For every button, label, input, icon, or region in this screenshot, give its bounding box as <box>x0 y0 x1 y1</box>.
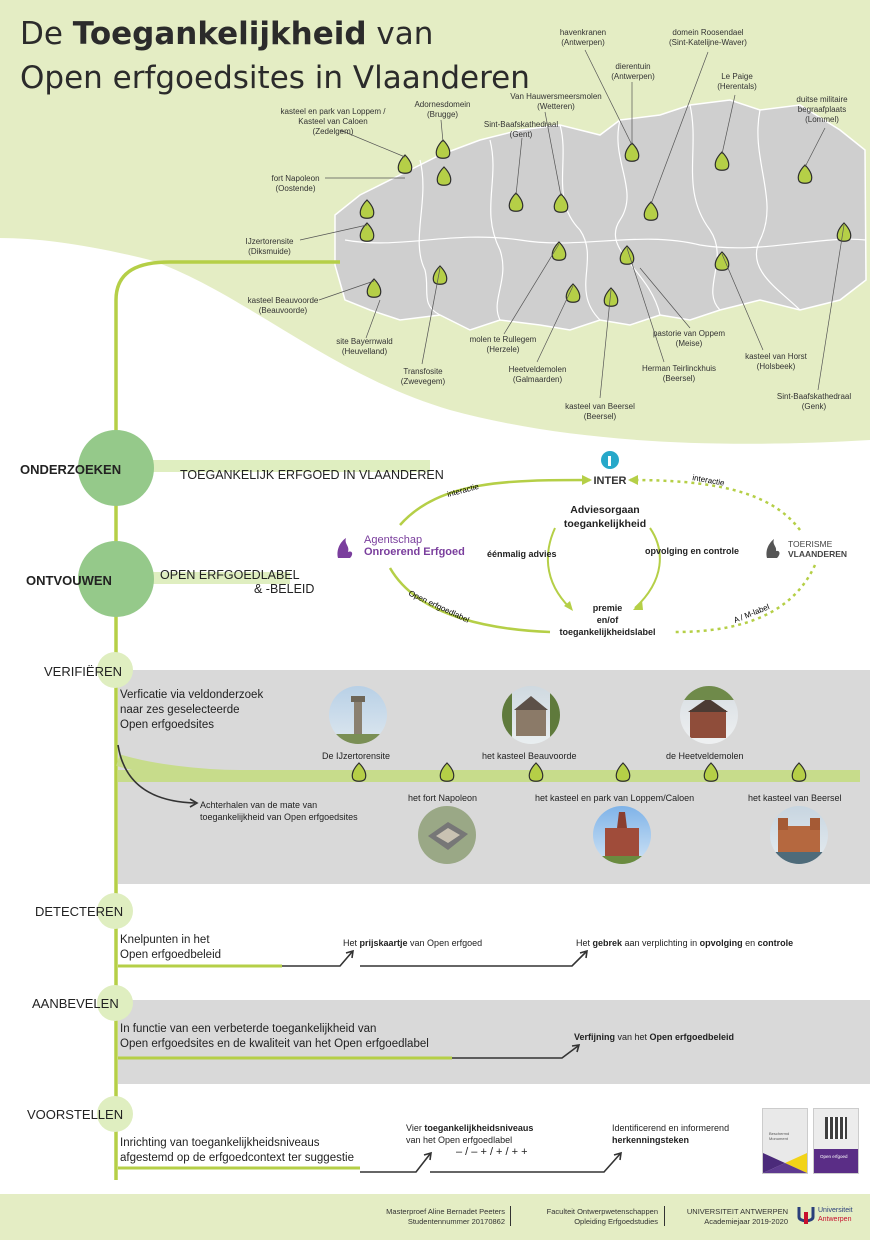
photo-fort-napoleon <box>418 806 476 864</box>
voorstellen-circle <box>97 1096 133 1132</box>
map-label-ijzertoren: IJzertorensite(Diksmuide) <box>245 237 294 256</box>
inter-logo: INTER <box>585 450 635 487</box>
map-label-roosendael: domein Roosendael(Sint-Katelijne-Waver) <box>669 28 747 47</box>
map-label-rullegem: molen te Rullegem(Herzele) <box>469 335 537 354</box>
map-label-heetvelde: Heetveldemolen(Galmaarden) <box>508 365 567 384</box>
qr-icon <box>825 1117 847 1139</box>
photo-heetveldemolen <box>680 686 738 744</box>
pin-fort-napoleon-site <box>439 762 455 782</box>
ontvouwen-text: OPEN ERFGOEDLABEL & -BELEID <box>160 568 315 596</box>
eenmalig-advies: éénmalig advies <box>487 549 557 559</box>
map-pins <box>299 49 852 399</box>
onderzoeken-text: TOEGANKELIJK ERFGOED IN VLAANDEREN <box>180 468 444 482</box>
site-loppem: het kasteel en park van Loppem/Caloen <box>535 793 695 803</box>
footer-divider-2 <box>664 1206 665 1226</box>
map-label-dierentuin: dierentuin(Antwerpen) <box>611 62 655 81</box>
map-label-wetteren: Van Hauwersmeersmolen(Wetteren) <box>510 92 602 111</box>
map-label-bayernwald: site Bayernwald(Heuvelland) <box>336 337 393 356</box>
map-label-le-paige: Le Paige(Herentals) <box>717 72 757 91</box>
detecteren-point-2: Het gebrek aan verplichting in opvolging… <box>576 938 794 948</box>
pin-heetvelde-site <box>703 762 719 782</box>
map-label-oppem: pastorie van Oppem(Meise) <box>652 329 726 348</box>
lion-icon-grey <box>766 539 780 558</box>
voorstellen-point-1: Vier toegankelijkheidsniveaus van het Op… <box>406 1123 534 1158</box>
page-title: De Toegankelijkheid van Open erfgoedsite… <box>20 16 530 96</box>
footer <box>0 1194 870 1240</box>
map-label-sint-baafs-genk: Sint-Baafskathedraal(Genk) <box>776 392 852 411</box>
step-onderzoeken: ONDERZOEKEN <box>20 462 122 477</box>
toerisme-logo: TOERISME VLAANDEREN <box>764 536 864 566</box>
site-ijzertorensite: De IJzertorensite <box>322 751 391 761</box>
site-fort-napoleon: het fort Napoleon <box>408 793 478 803</box>
agentschap-logo: Agentschap Onroerend Erfgoed <box>334 534 474 564</box>
map-label-beersel: kasteel van Beersel(Beersel) <box>565 402 635 421</box>
map-label-horst: kasteel van Horst(Holsbeek) <box>745 352 807 371</box>
pin-loppem-site <box>615 762 631 782</box>
aanbevelen-band <box>118 1000 870 1084</box>
card-open-erfgoed: Open erfgoed <box>813 1108 859 1174</box>
photo-beauvoorde <box>502 686 560 744</box>
footer-divider-1 <box>510 1206 511 1226</box>
lion-icon <box>337 538 353 558</box>
step-aanbevelen: AANBEVELEN <box>32 996 119 1011</box>
aanbevelen-point: Verfijning van het Open erfgoedbeleid <box>574 1032 735 1042</box>
map-label-sint-baafs-gent: Sint-Baafskathedraal(Gent) <box>483 120 559 139</box>
pin-beersel-site <box>791 762 807 782</box>
pin-beauvoorde-site <box>528 762 544 782</box>
site-heetveldemolen: de Heetveldemolen <box>666 751 744 761</box>
photo-loppem <box>593 806 651 864</box>
map-label-havenkranen: havenkranen(Antwerpen) <box>559 28 607 47</box>
university-logo: Universiteit Antwerpen <box>796 1204 866 1230</box>
aanbevelen-circle <box>97 985 133 1021</box>
onderzoeken-circle <box>78 430 154 506</box>
photo-ijzertoren <box>329 686 387 744</box>
verifieren-circle <box>97 652 133 688</box>
photo-beersel <box>770 806 828 864</box>
map-label-beauvoorde: kasteel Beauvoorde(Beauvoorde) <box>247 296 319 315</box>
map-label-teirlinck: Herman Teirlinckhuis(Beersel) <box>641 364 717 383</box>
ontvouwen-circle <box>78 541 154 617</box>
map-label-fort-napoleon: fort Napoleon(Oostende) <box>271 174 320 193</box>
map-label-adornes: Adornesdomein(Brugge) <box>414 100 471 119</box>
pin-ijzertoren-site <box>351 762 367 782</box>
verifieren-pins <box>351 762 807 782</box>
university-logo-icon <box>797 1207 815 1224</box>
inter-icon <box>601 451 619 469</box>
flanders-map <box>334 99 867 331</box>
voorstellen-point-2: Identificerend en informerend herkenning… <box>612 1123 730 1145</box>
map-label-loppem: kasteel en park van Loppem /Kasteel van … <box>280 107 386 136</box>
detecteren-point-1: Het prijskaartje van Open erfgoed <box>343 938 483 948</box>
opvolging-controle: opvolging en controle <box>645 546 739 556</box>
site-beauvoorde: het kasteel Beauvoorde <box>482 751 577 761</box>
site-beersel: het kasteel van Beersel <box>748 793 842 803</box>
step-detecteren: DETECTEREN <box>35 904 124 919</box>
aanbevelen-text: In functie van een verbeterde toegankeli… <box>120 1023 429 1050</box>
detecteren-circle <box>97 893 133 929</box>
step-voorstellen: VOORSTELLEN <box>27 1107 124 1122</box>
advies-cycle: interactie interactie Open erfgoedlabel … <box>388 473 817 634</box>
step-verifieren: VERIFIËREN <box>44 664 123 679</box>
map-label-transfosite: Transfosite(Zwevegem) <box>400 367 446 386</box>
step-ontvouwen: ONTVOUWEN <box>26 573 112 588</box>
